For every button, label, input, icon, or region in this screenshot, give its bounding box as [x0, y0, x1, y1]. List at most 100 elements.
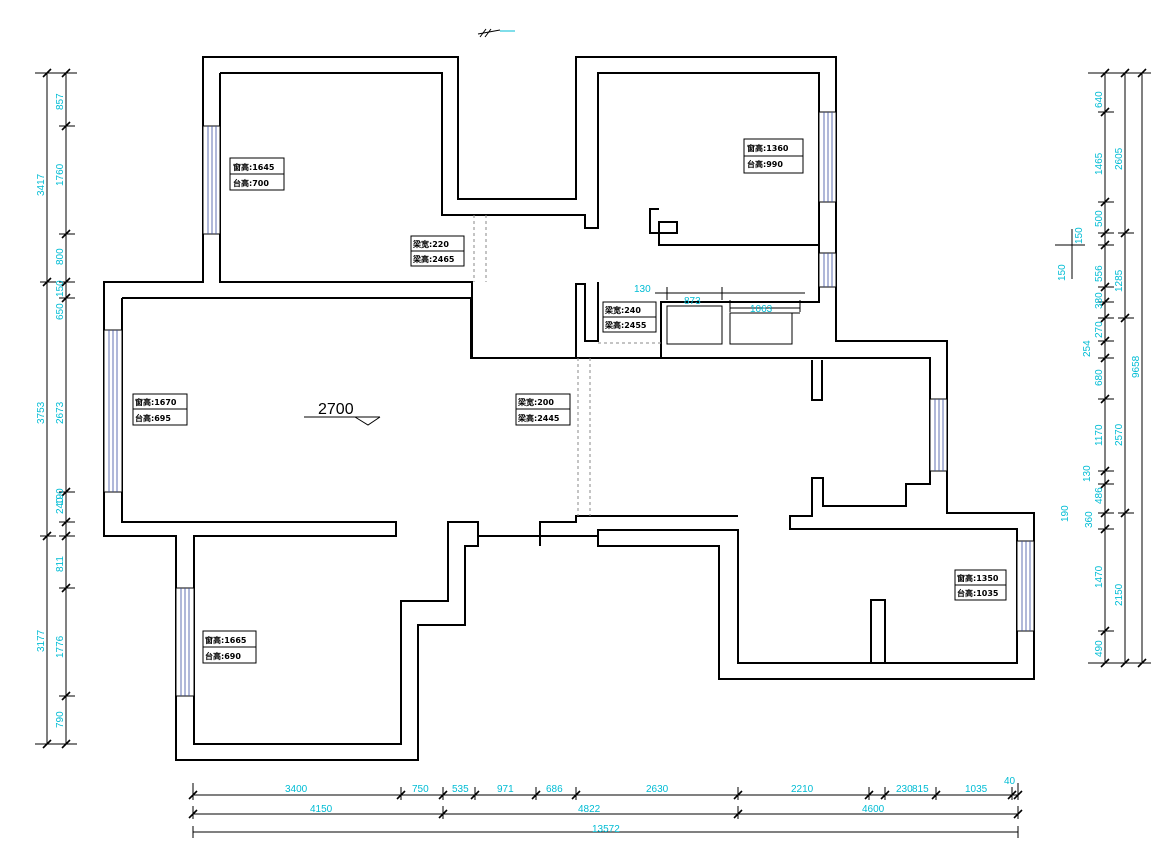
- svg-text:9658: 9658: [1131, 355, 1142, 378]
- dim-left: 3417 3753 3177 857 1760 800 650 150 2673…: [35, 68, 77, 749]
- svg-text:556: 556: [1094, 265, 1105, 282]
- svg-text:台高:695: 台高:695: [135, 413, 171, 423]
- dim-bottom-row2: 4150 4822 4600: [188, 804, 1023, 819]
- svg-text:873: 873: [684, 296, 701, 307]
- inner-wall-living: [122, 245, 820, 359]
- svg-text:2150: 2150: [1114, 583, 1125, 606]
- svg-text:1760: 1760: [55, 163, 66, 186]
- svg-text:686: 686: [546, 784, 563, 795]
- svg-text:971: 971: [497, 784, 514, 795]
- svg-text:梁宽:200: 梁宽:200: [517, 397, 554, 407]
- tag-window-4: 窗高:1665 台高:690: [202, 630, 257, 664]
- svg-text:4822: 4822: [578, 804, 601, 815]
- dim-right: 640 1465 500 150 556 380 270 254 680 117…: [1055, 68, 1151, 668]
- window-bedroom1: [202, 125, 221, 235]
- svg-text:台高:690: 台高:690: [205, 651, 241, 661]
- tag-window-1: 窗高:1645 台高:700: [229, 157, 285, 191]
- beam-dashes: [473, 215, 661, 516]
- svg-text:230: 230: [896, 784, 913, 795]
- inner-wall-right: [597, 357, 1018, 664]
- svg-text:窗高:1360: 窗高:1360: [747, 143, 789, 153]
- svg-text:150: 150: [1057, 264, 1068, 281]
- inner-wall-hall: [539, 515, 738, 546]
- svg-text:台高:700: 台高:700: [233, 178, 269, 188]
- svg-text:1465: 1465: [1094, 152, 1105, 175]
- svg-text:窗高:1350: 窗高:1350: [957, 573, 999, 583]
- svg-text:270: 270: [1094, 321, 1105, 338]
- tag-window-2: 窗高:1360 台高:990: [743, 138, 804, 174]
- svg-text:486: 486: [1094, 487, 1105, 504]
- window-kitchen: [818, 252, 837, 288]
- svg-text:800: 800: [55, 248, 66, 265]
- inner-wall-main: [220, 72, 820, 246]
- svg-text:窗高:1645: 窗高:1645: [233, 162, 275, 172]
- svg-text:790: 790: [55, 711, 66, 728]
- svg-text:梁高:2455: 梁高:2455: [604, 320, 647, 330]
- svg-text:3400: 3400: [285, 784, 308, 795]
- svg-text:40: 40: [1004, 776, 1016, 787]
- svg-text:梁高:2465: 梁高:2465: [412, 254, 455, 264]
- svg-text:3753: 3753: [36, 401, 47, 424]
- svg-text:680: 680: [1094, 369, 1105, 386]
- svg-text:857: 857: [55, 93, 66, 110]
- tag-window-3: 窗高:1670 台高:695: [132, 393, 188, 426]
- inner-wall-right-stub: [811, 360, 823, 401]
- svg-text:1285: 1285: [1114, 269, 1125, 292]
- level-mark: 2700: [304, 401, 381, 426]
- dim-bottom-row1-ticks: [188, 787, 1023, 800]
- svg-text:750: 750: [412, 784, 429, 795]
- svg-text:梁宽:240: 梁宽:240: [604, 305, 641, 315]
- svg-text:窗高:1665: 窗高:1665: [205, 635, 247, 645]
- svg-text:190: 190: [1060, 505, 1071, 522]
- svg-text:1470: 1470: [1094, 565, 1105, 588]
- tag-beam-1: 梁宽:220 梁高:2465: [410, 235, 465, 267]
- tag-window-5: 窗高:1350 台高:1035: [954, 569, 1007, 601]
- svg-text:1170: 1170: [1094, 424, 1105, 446]
- svg-text:窗高:1670: 窗高:1670: [135, 397, 177, 407]
- svg-text:4150: 4150: [310, 804, 333, 815]
- svg-text:3177: 3177: [36, 629, 47, 652]
- tag-beam-2: 梁宽:240 梁高:2455: [602, 301, 657, 333]
- svg-text:3417: 3417: [36, 173, 47, 196]
- svg-text:190: 190: [55, 488, 66, 505]
- svg-text:811: 811: [55, 556, 66, 572]
- inner-wall-living-left: [121, 298, 479, 745]
- svg-text:130: 130: [1082, 465, 1093, 482]
- north-mark: [477, 28, 515, 38]
- dim-bottom-row1: 3400 750 535 971 686 2630 2210 230 815 1…: [188, 776, 1023, 800]
- svg-text:2605: 2605: [1114, 147, 1125, 170]
- svg-text:1776: 1776: [55, 635, 66, 658]
- inner-wall-bath: [870, 599, 886, 663]
- svg-text:150: 150: [55, 280, 66, 297]
- svg-text:535: 535: [452, 784, 469, 795]
- svg-text:380: 380: [1094, 292, 1105, 309]
- svg-text:130: 130: [634, 284, 651, 295]
- svg-text:2673: 2673: [55, 401, 66, 424]
- svg-text:2210: 2210: [791, 784, 814, 795]
- dim-bottom-total: 13572: [192, 824, 1019, 838]
- svg-text:梁高:2445: 梁高:2445: [517, 413, 560, 423]
- svg-text:2630: 2630: [646, 784, 669, 795]
- svg-text:254: 254: [1082, 340, 1093, 357]
- window-bedroom2: [818, 111, 837, 203]
- window-east: [929, 398, 948, 472]
- svg-text:640: 640: [1094, 91, 1105, 108]
- svg-text:150: 150: [1074, 227, 1085, 244]
- svg-text:815: 815: [912, 784, 929, 795]
- svg-text:台高:990: 台高:990: [747, 159, 783, 169]
- svg-text:1063: 1063: [750, 304, 773, 315]
- inner-wall-bedroom1: [219, 73, 599, 359]
- window-living: [103, 329, 123, 493]
- svg-text:2570: 2570: [1114, 423, 1125, 446]
- window-bedroom3: [175, 587, 195, 697]
- tag-beam-3: 梁宽:200 梁高:2445: [515, 393, 571, 426]
- svg-text:13572: 13572: [592, 824, 620, 835]
- svg-text:台高:1035: 台高:1035: [957, 588, 999, 598]
- svg-text:650: 650: [55, 303, 66, 320]
- svg-text:500: 500: [1094, 210, 1105, 227]
- svg-text:梁宽:220: 梁宽:220: [412, 239, 449, 249]
- counter-2: [729, 312, 793, 345]
- svg-text:360: 360: [1084, 511, 1095, 528]
